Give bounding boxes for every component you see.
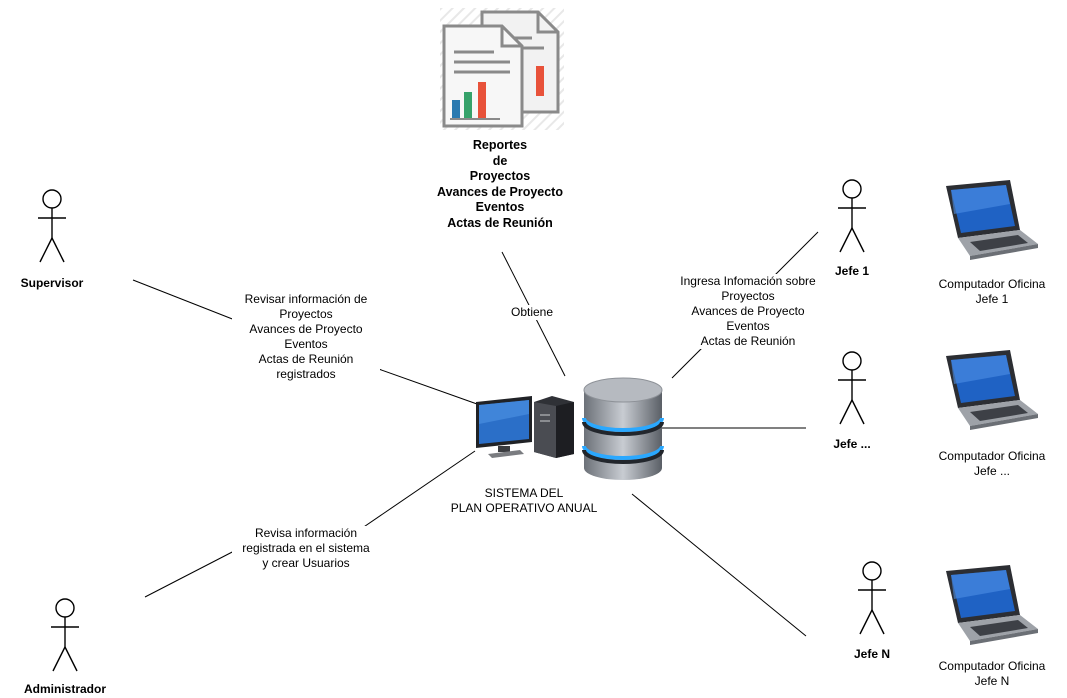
administrador-label: Administrador — [23, 682, 106, 696]
jefe-mid-actor-icon — [838, 351, 866, 425]
system-label: SISTEMA DEL PLAN OPERATIVO ANUAL — [450, 486, 598, 515]
link-administrador — [144, 547, 241, 598]
supervisor-actor-icon — [38, 189, 66, 263]
jefe-edge-label: Ingresa Infomación sobre Proyectos Avanc… — [668, 274, 828, 349]
laptop-jefe-mid-icon — [946, 350, 1038, 430]
reports-edge-label: Obtiene — [502, 305, 562, 320]
computer-jefeN-label: Computador Oficina Jefe N — [938, 659, 1046, 688]
jefe1-actor-icon — [838, 179, 866, 253]
computer-jefe-mid-label: Computador Oficina Jefe ... — [938, 449, 1046, 478]
jefe1-label: Jefe 1 — [834, 264, 870, 278]
administrador-edge-label: Revisa información registrada en el sist… — [232, 526, 380, 571]
jefeN-label: Jefe N — [853, 647, 891, 661]
link-jefeN — [631, 493, 807, 637]
supervisor-label: Supervisor — [20, 276, 84, 290]
computer-jefe1-label: Computador Oficina Jefe 1 — [938, 277, 1046, 306]
supervisor-edge-label: Revisar información de Proyectos Avances… — [232, 292, 380, 382]
database-icon — [582, 377, 664, 480]
desktop-computer-icon — [476, 396, 574, 458]
link-administrador-system — [351, 450, 476, 536]
reports-document-chart-icon — [440, 8, 564, 130]
jefe-mid-label: Jefe ... — [833, 437, 871, 451]
link-supervisor — [132, 279, 241, 323]
reports-label: Reportes de Proyectos Avances de Proyect… — [437, 138, 563, 230]
laptop-jefe1-icon — [946, 180, 1038, 260]
link-supervisor-system — [372, 366, 478, 405]
administrador-actor-icon — [51, 598, 79, 672]
laptop-jefeN-icon — [946, 565, 1038, 645]
jefeN-actor-icon — [858, 561, 886, 635]
